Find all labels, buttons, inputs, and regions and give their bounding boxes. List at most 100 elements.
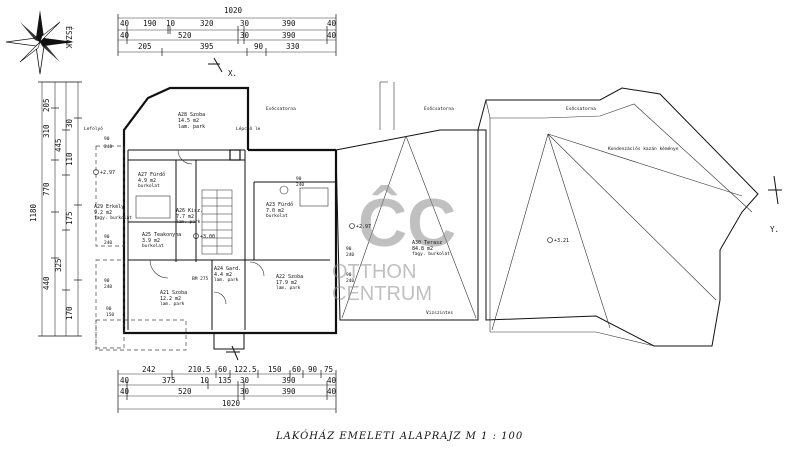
- room-a24-name: A24 Gard.: [214, 266, 241, 272]
- level-marker-icon: [547, 237, 553, 243]
- room-a29-floor: fagy. burkolat: [94, 215, 132, 221]
- door-h-13: 240: [296, 182, 304, 188]
- dim-bot-r2-6: 40: [327, 376, 337, 385]
- door-h-1: 240: [104, 144, 112, 150]
- room-a24-area: 4.4 m2: [214, 272, 232, 278]
- door-h-9: 240: [346, 278, 354, 284]
- room-a29-area: 9.2 m2: [94, 210, 112, 216]
- section-mark-x-bottom: [226, 345, 240, 361]
- door-h-6: 90: [346, 246, 352, 252]
- door-h-12: 90: [296, 176, 302, 182]
- level-marker-icon: [193, 233, 199, 239]
- dim-top-r3-2: 90: [254, 42, 264, 51]
- dim-top-r1-2: 10: [166, 19, 176, 28]
- dim-left-a1: 310: [42, 124, 51, 138]
- room-a28-area: 14.5 m2: [178, 118, 199, 124]
- dim-top-r2-0: 40: [120, 31, 130, 40]
- terrace-roof-outline: [335, 81, 759, 347]
- watermark-line1: OTTHON: [332, 261, 416, 283]
- section-mark-y: [768, 175, 782, 205]
- dim-top-r3-0: 205: [138, 42, 152, 51]
- door-h-8: 90: [346, 272, 352, 278]
- compass-rose-icon: [5, 10, 74, 75]
- gutter-label-2: Esőcsatorna: [424, 106, 454, 112]
- room-a23-floor: burkolat: [266, 213, 288, 219]
- top-dimensions: [117, 14, 337, 56]
- dim-top-r2-1: 520: [178, 31, 192, 40]
- door-h-4: 90: [104, 278, 110, 284]
- dim-left-total: 1180: [29, 203, 38, 222]
- room-a22-area: 17.9 m2: [276, 280, 297, 286]
- room-a28-floor: lam. park: [178, 124, 205, 130]
- vent-label: Kondenzációs kazán kéménye: [608, 145, 679, 152]
- room-a21-area: 12.2 m2: [160, 296, 181, 302]
- room-a27-name: A27 Fürdő: [138, 172, 165, 178]
- dim-bot-r3-1: 520: [178, 387, 192, 396]
- level-2: +3.00: [200, 234, 215, 240]
- otthon-centrum-watermark: ĈC OTTHON CENTRUM: [332, 184, 456, 305]
- dim-top-r3-1: 395: [200, 42, 214, 51]
- level-marker-icon: [93, 169, 99, 175]
- level-4: +3.21: [554, 238, 569, 244]
- door-h-2: 90: [104, 234, 110, 240]
- dim-bot-r1-3: 122.5: [234, 365, 257, 374]
- north-label: ÉSZAK: [64, 26, 73, 49]
- dim-top-r2-4: 40: [327, 31, 337, 40]
- door-h-3: 240: [104, 240, 112, 246]
- dim-top-r2-3: 390: [282, 31, 296, 40]
- room-a23-area: 7.0 m2: [266, 208, 284, 214]
- gutter-label-1: Esőcsatorna: [266, 106, 296, 112]
- room-a21-floor: lam. park: [160, 301, 185, 307]
- dim-bot-r1-0: 242: [142, 365, 156, 374]
- section-label-y: Y.: [770, 225, 779, 234]
- dim-bot-r2-1: 375: [162, 376, 176, 385]
- dim-bot-r2-2: 10: [200, 376, 210, 385]
- room-a23-name: A23 Fürdő: [266, 202, 293, 208]
- dim-left-a6: 440: [42, 276, 51, 290]
- left-dimensions: [38, 81, 82, 337]
- room-a22-name: A22 Szoba: [276, 274, 303, 280]
- dim-left-b11: 170: [65, 306, 74, 320]
- room-a27-area: 4.9 m2: [138, 178, 156, 184]
- room-a26-area: 7.7 m2: [176, 214, 194, 220]
- room-a28-name: A28 Szoba: [178, 112, 205, 118]
- door-h-10: 90: [106, 306, 112, 312]
- building-left-block: [95, 86, 338, 351]
- stair-label: BM 275: [192, 276, 209, 282]
- drawing-title: LAKÓHÁZ EMELETI ALAPRAJZ M 1 : 100: [275, 430, 523, 442]
- door-h-0: 90: [104, 136, 110, 142]
- dim-bot-r3-3: 390: [282, 387, 296, 396]
- watermark-line2: CENTRUM: [332, 283, 432, 305]
- dim-bot-r1-1: 210.5: [188, 365, 211, 374]
- room-a22-floor: lam. park: [276, 285, 301, 291]
- dim-top-total: 1020: [224, 6, 243, 15]
- dim-bot-r3-2: 30: [240, 387, 250, 396]
- dim-bot-r1-6: 90: [308, 365, 318, 374]
- room-a27-floor: burkolat: [138, 183, 160, 189]
- level-marker-icon: [349, 223, 355, 229]
- room-a30-name: A30 Terasz: [412, 240, 442, 246]
- dim-bot-r3-4: 40: [327, 387, 337, 396]
- dim-left-a7: 770: [42, 182, 51, 196]
- downpipe-label: Lefolyó: [84, 125, 103, 132]
- dim-bot-r2-3: 135: [218, 376, 232, 385]
- room-a26-floor: lam. park: [176, 219, 201, 225]
- dim-top-r3-3: 330: [286, 42, 300, 51]
- room-a21-name: A21 Szoba: [160, 290, 187, 296]
- section-mark-x: [208, 57, 223, 73]
- dim-top-r2-2: 30: [240, 31, 250, 40]
- dim-left-a4: 110: [65, 152, 74, 166]
- bottom-dimensions: [117, 370, 337, 413]
- stair-down-label: Lépcső le: [236, 125, 261, 132]
- room-a25-area: 3.9 m2: [142, 238, 160, 244]
- dim-left-c3: 445: [54, 138, 63, 152]
- level-1: +2.97: [100, 170, 115, 176]
- room-a24-floor: lam. park: [214, 277, 239, 283]
- dim-left-a2: 30: [65, 118, 74, 128]
- dim-top-r1-0: 40: [120, 19, 130, 28]
- door-h-7: 240: [346, 252, 354, 258]
- gutter-label-3: Esőcsatorna: [566, 106, 596, 112]
- door-h-11: 150: [106, 312, 114, 318]
- room-a25-floor: burkolat: [142, 243, 164, 249]
